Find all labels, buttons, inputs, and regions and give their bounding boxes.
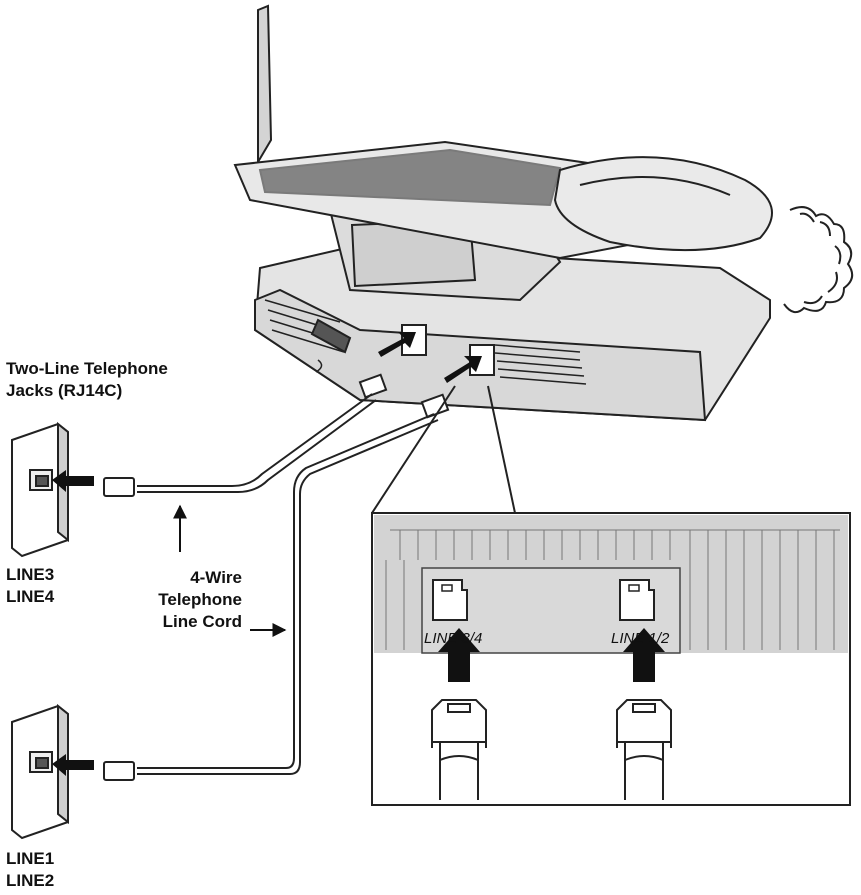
line3-text: LINE3 xyxy=(6,565,55,584)
wall-plugs xyxy=(103,477,135,781)
plug-arrows xyxy=(378,332,482,383)
zoom-inset xyxy=(371,512,851,806)
cord-label: 4-Wire Telephone Line Cord xyxy=(130,567,242,633)
cord-label-line3: Line Cord xyxy=(162,612,242,631)
cord-label-line2: Telephone xyxy=(158,590,242,609)
jacks-title-line2: Jacks (RJ14C) xyxy=(6,381,123,400)
wall-jack-upper xyxy=(11,421,69,558)
line1-text: LINE1 xyxy=(6,849,55,868)
jacks-title-line1: Two-Line Telephone xyxy=(6,359,168,378)
cord-label-line1: 4-Wire xyxy=(190,568,242,587)
port-label-line34: LINE 3/4 xyxy=(424,630,482,647)
line34-label: LINE3 LINE4 xyxy=(6,564,54,608)
arrow-right-jack xyxy=(623,628,665,682)
port-label-line12: LINE 1/2 xyxy=(611,630,670,647)
arrow-left-jack xyxy=(438,628,480,682)
line12-label: LINE1 LINE2 xyxy=(6,848,54,892)
jacks-title: Two-Line Telephone Jacks (RJ14C) xyxy=(6,358,168,402)
wall-arrows xyxy=(52,470,94,776)
line2-text: LINE2 xyxy=(6,871,55,890)
base-unit xyxy=(233,4,854,422)
line4-text: LINE4 xyxy=(6,587,55,606)
callout-lines xyxy=(371,385,516,514)
line-cords xyxy=(137,393,439,775)
wall-jack-lower xyxy=(11,703,69,840)
